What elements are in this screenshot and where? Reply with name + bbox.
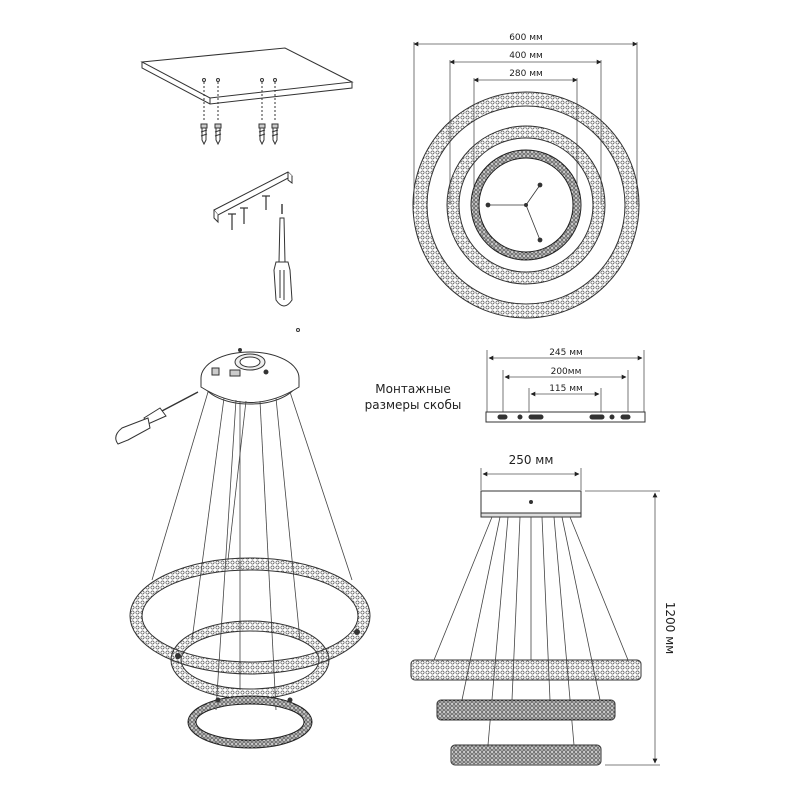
perspective-canopy <box>200 328 300 405</box>
side-view-canopy-dimension <box>480 468 582 490</box>
side-view-canopy <box>480 490 582 518</box>
caption-line-2: размеры скобы <box>365 398 462 412</box>
screwdriver-icon <box>273 204 293 307</box>
dim-250-label: 250 мм <box>509 453 554 467</box>
bracket-dimension-lines <box>486 350 645 412</box>
top-view-rings <box>412 91 640 319</box>
dim-245-label: 245 мм <box>549 348 583 358</box>
caption-line-1: Монтажные <box>375 382 450 396</box>
dim-1200-label: 1200 мм <box>663 602 677 654</box>
ceiling-plate <box>140 47 354 105</box>
dim-400-label: 400 мм <box>509 51 543 61</box>
suspension-cables <box>151 391 353 711</box>
bracket-caption: Монтажные размеры скобы <box>365 382 462 412</box>
ceiling-screws <box>200 78 279 146</box>
dim-600-label: 600 мм <box>509 33 543 43</box>
perspective-rings <box>129 557 371 749</box>
mounting-bracket-part <box>213 171 293 224</box>
top-view-cables <box>485 182 543 243</box>
bracket-screws <box>228 195 270 230</box>
side-view-height-dimension <box>585 490 660 766</box>
side-view-cables <box>433 516 629 746</box>
dim-200-label: 200мм <box>551 367 582 377</box>
dim-115-label: 115 мм <box>549 384 583 394</box>
dim-280-label: 280 мм <box>509 69 543 79</box>
bracket-plate <box>485 411 646 423</box>
screwdriver-icon <box>115 391 199 445</box>
side-view-rings <box>410 659 642 766</box>
